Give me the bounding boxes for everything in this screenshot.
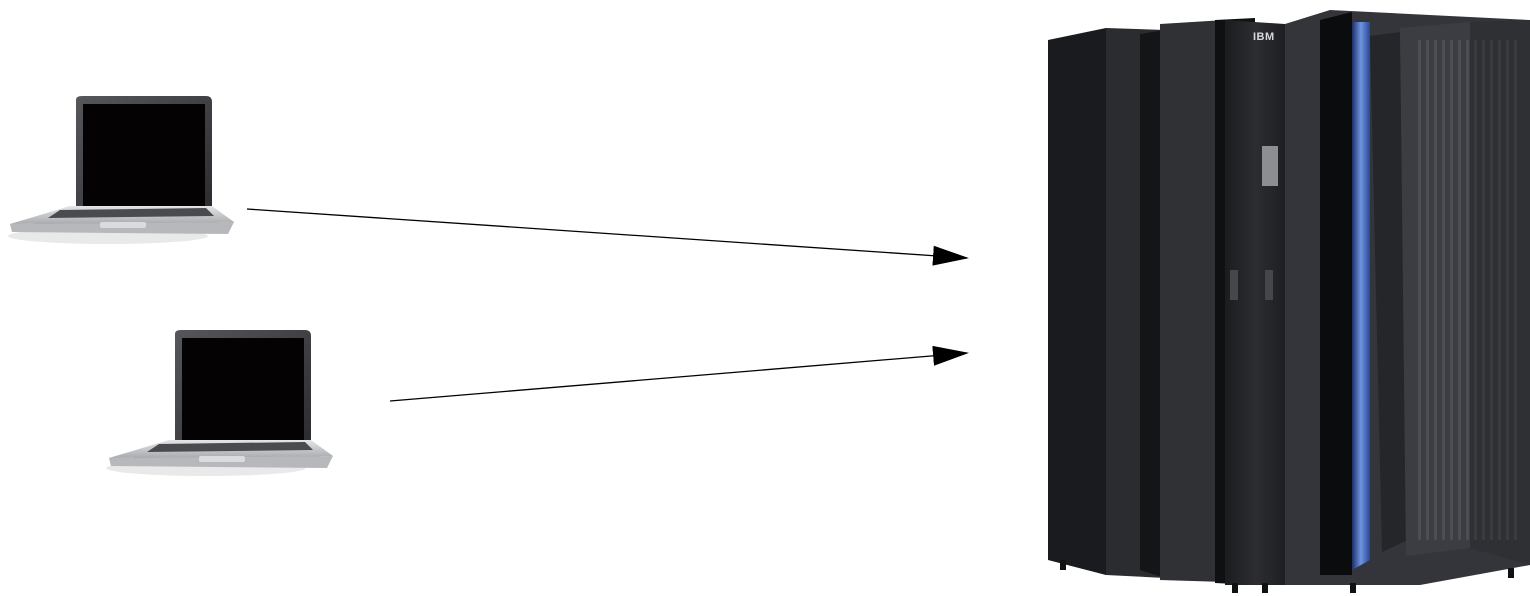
laptop-icon xyxy=(8,96,234,244)
mainframe-server-icon: IBM xyxy=(1048,10,1530,593)
connection-arrow xyxy=(389,345,969,402)
ibm-logo: IBM xyxy=(1253,31,1275,43)
connection-arrow xyxy=(246,208,969,266)
laptop-icon xyxy=(106,330,333,476)
